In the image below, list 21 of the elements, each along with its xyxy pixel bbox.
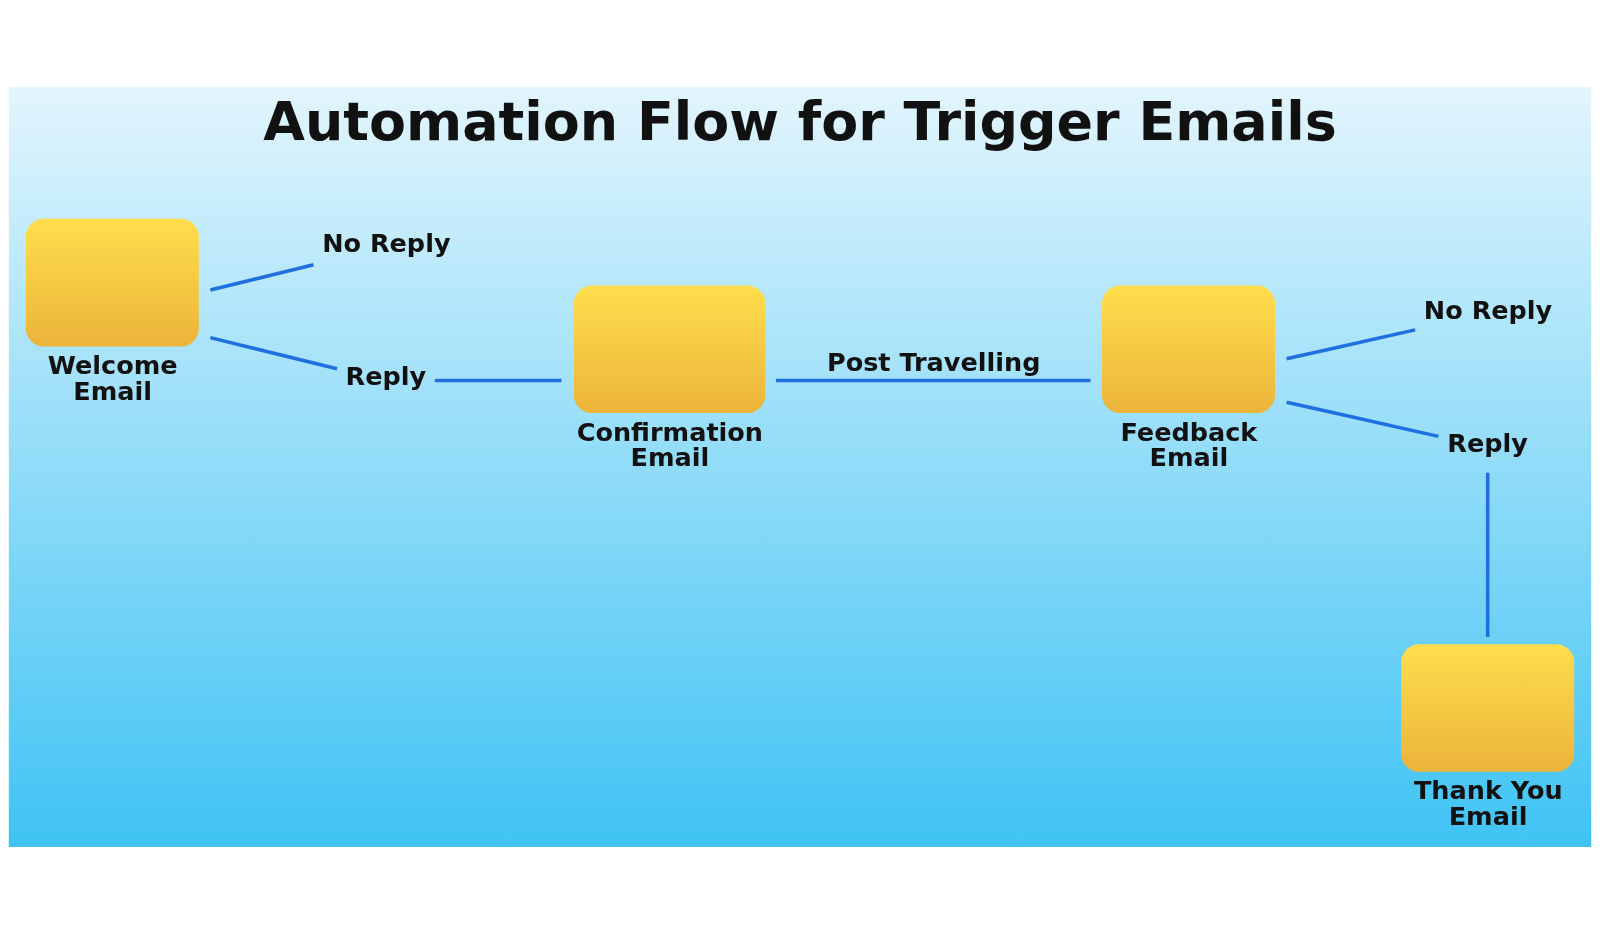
node-label: Welcome Email	[47, 349, 178, 406]
connector	[209, 263, 314, 292]
connector	[1485, 472, 1490, 638]
connector	[209, 335, 338, 371]
node-box	[1102, 285, 1275, 414]
connector	[434, 378, 562, 383]
connector	[1286, 328, 1416, 361]
connector	[776, 378, 1091, 383]
node-label: Confirmation Email	[576, 416, 764, 473]
diagram-title: Automation Flow for Trigger Emails	[263, 90, 1337, 154]
node-box	[573, 285, 766, 414]
node-text: No Reply	[1423, 294, 1553, 325]
node-label: Thank You Email	[1413, 775, 1563, 831]
node-box	[25, 218, 199, 347]
node-text: Reply	[1447, 427, 1528, 458]
node-label: Feedback Email	[1120, 416, 1258, 473]
connector	[1286, 400, 1439, 439]
node-text: No Reply	[322, 228, 451, 259]
node-box	[1401, 644, 1575, 772]
edge-label: Post Travelling	[826, 347, 1041, 378]
node-text: Reply	[345, 361, 427, 392]
